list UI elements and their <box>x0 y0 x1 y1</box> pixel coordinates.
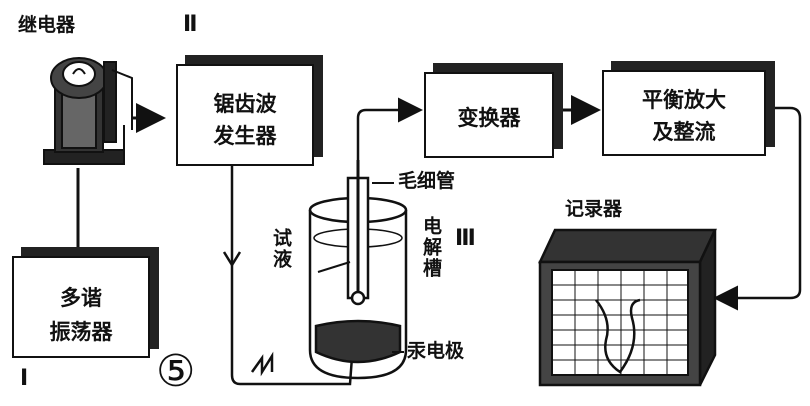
oscillator-line2: 振荡器 <box>49 320 113 344</box>
sawtooth-wave-icon <box>250 351 274 377</box>
sawtooth-generator-box: 锯齿波 发生器 <box>176 64 314 166</box>
amplifier-line1: 平衡放大 <box>642 88 726 112</box>
capillary-label: 毛细管 <box>398 170 456 192</box>
roman-one-label: Ⅰ <box>20 366 29 391</box>
recorder-icon <box>538 228 717 387</box>
test-solution-pointer <box>317 261 351 273</box>
test-solution-label: 试液 <box>270 228 292 270</box>
amplifier-line2: 及整流 <box>652 120 716 144</box>
amplifier-to-recorder-wire <box>713 106 802 311</box>
relay-label: 继电器 <box>18 14 76 36</box>
capillary-to-converter-wire <box>356 97 423 160</box>
sawtooth-to-electrode-wire <box>230 165 354 386</box>
roman-three-label: Ⅲ <box>455 226 476 251</box>
multivibrator-box: 多谐 振荡器 <box>12 256 150 358</box>
cell-label: 电解槽 <box>420 216 442 279</box>
amplifier-box: 平衡放大 及整流 <box>602 70 766 156</box>
relay-icon <box>43 57 133 165</box>
converter-box: 变换器 <box>424 72 554 158</box>
electrolytic-cell <box>308 160 408 380</box>
roman-two-label: Ⅱ <box>183 12 198 37</box>
converter-label: 变换器 <box>457 106 521 130</box>
recorder-label: 记录器 <box>565 198 623 220</box>
sawtooth-line1: 锯齿波 <box>213 92 277 116</box>
wire-arrow <box>222 251 242 268</box>
figure-number: ⑤ <box>156 346 196 397</box>
oscillator-line1: 多谐 <box>60 286 102 310</box>
sawtooth-line2: 发生器 <box>213 124 277 148</box>
mercury-electrode-label: 汞电极 <box>407 340 465 362</box>
